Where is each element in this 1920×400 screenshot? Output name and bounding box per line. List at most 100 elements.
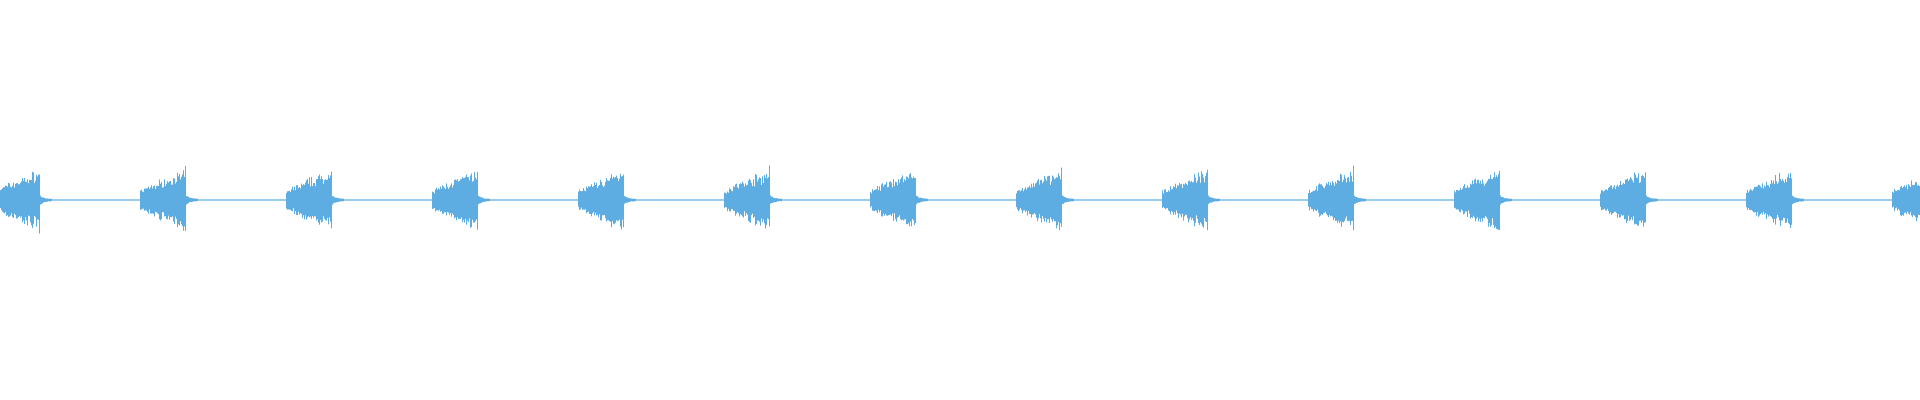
waveform-sample xyxy=(473,180,474,223)
waveform-sample xyxy=(768,177,769,220)
waveform-sample xyxy=(288,191,289,210)
waveform-sample xyxy=(753,179,754,218)
waveform-sample xyxy=(1180,184,1181,215)
waveform-sample xyxy=(306,180,307,220)
waveform-sample xyxy=(452,187,453,214)
waveform-sample xyxy=(1897,190,1898,211)
waveform-sample xyxy=(1067,198,1068,202)
waveform-sample xyxy=(189,197,190,203)
waveform-sample xyxy=(607,180,608,221)
waveform-sample xyxy=(890,181,891,215)
waveform-sample xyxy=(1606,189,1607,211)
waveform-sample xyxy=(617,177,618,221)
waveform-sample xyxy=(1752,190,1753,211)
waveform-sample xyxy=(1753,189,1754,213)
waveform-sample xyxy=(1359,198,1360,203)
waveform-sample xyxy=(1044,175,1045,222)
waveform-sample xyxy=(1028,187,1029,212)
waveform-sample xyxy=(317,179,318,220)
waveform-sample xyxy=(1774,184,1775,219)
waveform-sample xyxy=(149,188,150,210)
waveform-sample xyxy=(1600,193,1601,207)
waveform-sample xyxy=(1361,198,1362,202)
waveform-sample xyxy=(286,193,287,209)
waveform-sample xyxy=(1455,192,1456,209)
waveform-sample xyxy=(922,198,923,202)
waveform-sample xyxy=(1764,185,1765,215)
waveform-burst xyxy=(432,171,490,230)
waveform-sample xyxy=(1510,198,1511,202)
waveform-sample xyxy=(432,191,433,209)
waveform-sample xyxy=(441,188,442,211)
waveform-sample xyxy=(18,184,19,218)
waveform-sample xyxy=(1169,191,1170,212)
waveform-sample xyxy=(622,176,623,220)
waveform-sample xyxy=(1031,183,1032,218)
waveform-sample xyxy=(321,176,322,223)
waveform-sample xyxy=(744,186,745,212)
waveform-sample xyxy=(1462,188,1463,211)
waveform-sample xyxy=(1030,187,1031,214)
waveform-sample xyxy=(188,196,189,204)
waveform-sample xyxy=(170,181,171,217)
waveform-sample xyxy=(1214,198,1215,202)
waveform-sample xyxy=(763,182,764,220)
waveform-sample xyxy=(1041,179,1042,223)
waveform-sample xyxy=(1195,177,1196,223)
waveform-sample xyxy=(1187,185,1188,218)
waveform-sample xyxy=(1032,187,1033,215)
waveform-sample xyxy=(322,179,323,222)
waveform-sample xyxy=(1465,188,1466,212)
waveform-sample xyxy=(599,184,600,215)
waveform-sample xyxy=(1027,187,1028,216)
waveform-sample xyxy=(1064,196,1065,203)
waveform-sample xyxy=(1636,177,1637,225)
waveform-sample xyxy=(1025,187,1026,213)
waveform-sample xyxy=(1167,191,1168,209)
waveform-sample xyxy=(1907,189,1908,212)
waveform-sample xyxy=(36,174,37,227)
waveform-sample xyxy=(183,170,184,231)
waveform-sample xyxy=(1339,181,1340,224)
waveform-sample xyxy=(904,179,905,220)
waveform-sample xyxy=(1780,178,1781,226)
waveform-sample xyxy=(440,186,441,212)
waveform-sample xyxy=(1784,182,1785,218)
waveform-sample xyxy=(1904,185,1905,213)
waveform-sample xyxy=(489,198,490,202)
waveform-sample xyxy=(1779,172,1780,221)
waveform-sample xyxy=(630,198,631,202)
waveform-sample xyxy=(483,198,484,202)
waveform-sample xyxy=(1507,198,1508,202)
waveform-sample xyxy=(1792,195,1793,205)
waveform-sample xyxy=(905,180,906,220)
waveform-sample xyxy=(48,198,49,202)
waveform-sample xyxy=(1475,178,1476,222)
waveform-sample xyxy=(1478,179,1479,222)
waveform-sample xyxy=(488,198,489,202)
waveform-sample xyxy=(1171,189,1172,211)
waveform-sample xyxy=(453,184,454,215)
waveform-sample xyxy=(578,191,579,207)
waveform-sample xyxy=(608,180,609,221)
waveform-sample xyxy=(1204,182,1205,218)
waveform-sample xyxy=(628,198,629,203)
waveform-sample xyxy=(778,198,779,202)
waveform-sample xyxy=(910,173,911,222)
waveform-sample xyxy=(1072,198,1073,202)
waveform-sample xyxy=(765,177,766,229)
waveform-sample xyxy=(185,166,186,231)
waveform-sample xyxy=(1207,169,1208,231)
waveform-sample xyxy=(480,196,481,204)
waveform-sample xyxy=(1651,198,1652,202)
waveform-sample xyxy=(184,176,185,227)
waveform-sample xyxy=(296,185,297,215)
waveform-sample xyxy=(43,197,44,203)
waveform-sample xyxy=(7,186,8,216)
waveform-sample xyxy=(314,182,315,217)
waveform-sample xyxy=(602,185,603,216)
waveform-sample xyxy=(888,186,889,216)
waveform-sample xyxy=(586,186,587,214)
waveform-sample xyxy=(8,182,9,217)
waveform-sample xyxy=(1188,181,1189,223)
